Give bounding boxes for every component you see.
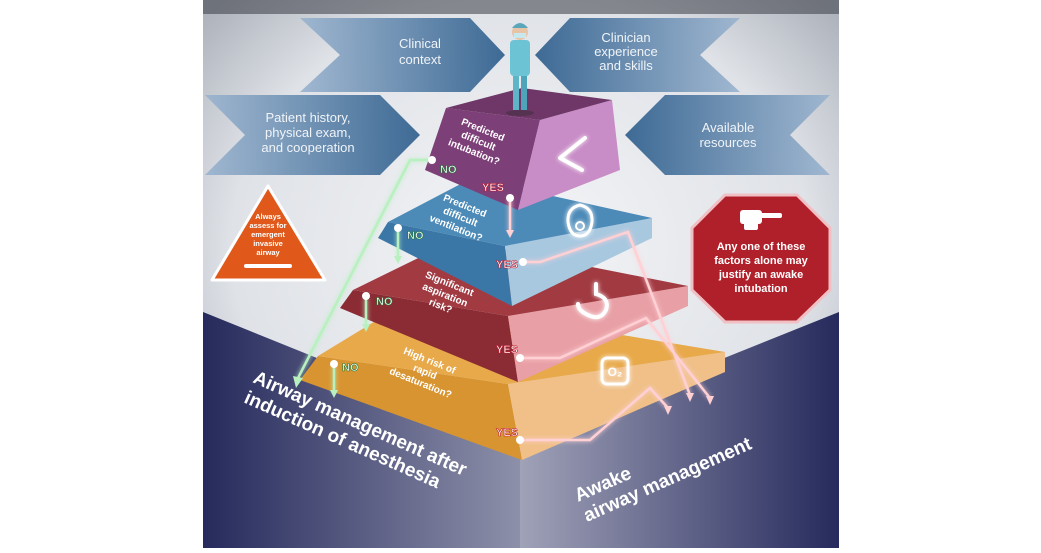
no-path-lines <box>296 158 432 392</box>
band-right <box>520 312 839 548</box>
clinician-experience-line-3: and skills <box>599 58 653 73</box>
oxygen-icon: O₂ <box>600 356 630 386</box>
no-badge-4: NO <box>342 362 359 374</box>
available-resources-line-2: resources <box>699 135 757 150</box>
clinician-experience-line-2: experience <box>594 44 658 59</box>
scalpel-icon <box>244 264 292 268</box>
yes-path-lines <box>508 198 711 442</box>
no-badges: NO NO NO NO <box>342 164 458 375</box>
yes-badge-4: YES <box>496 427 518 439</box>
face-mask-icon <box>566 203 594 238</box>
top-shadow-strip <box>203 0 839 14</box>
band-left <box>203 312 520 548</box>
patient-history-line-2: physical exam, <box>265 125 351 140</box>
yes-arrowheads <box>506 230 714 415</box>
patient-history-line-3: and cooperation <box>261 140 354 155</box>
clinical-context-line-1: Clinical <box>399 36 441 51</box>
yes-badges: YES YES YES YES <box>482 182 519 440</box>
patient-history-line-1: Patient history, <box>265 110 350 125</box>
clinical-context-line-2: context <box>399 52 441 67</box>
yes-badge-2: YES <box>496 259 518 271</box>
svg-text:Patient history,physical exam,: Patient history,physical exam,and cooper… <box>261 110 354 155</box>
no-arrowheads <box>293 256 402 398</box>
clinician-experience-line-1: Clinician <box>601 30 650 45</box>
no-badge-3: NO <box>376 296 393 308</box>
clinician-figure <box>506 23 534 116</box>
yes-dots <box>506 194 527 444</box>
input-arrow-patient-history: Patient history,physical exam,and cooper… <box>205 95 420 175</box>
svg-text:O₂: O₂ <box>608 365 623 379</box>
stomach-icon <box>576 282 609 320</box>
pyramid-tier-1 <box>425 88 620 210</box>
yes-badge-1: YES <box>482 182 504 194</box>
no-badge-2: NO <box>407 230 424 242</box>
pointing-hand-icon <box>740 210 782 230</box>
no-dots <box>330 156 436 368</box>
yes-badge-3: YES <box>496 344 518 356</box>
laryngoscope-icon <box>558 136 587 172</box>
no-badge-1: NO <box>440 164 457 176</box>
pyramid-tier-2 <box>378 178 652 306</box>
available-resources-line-1: Available <box>702 120 755 135</box>
